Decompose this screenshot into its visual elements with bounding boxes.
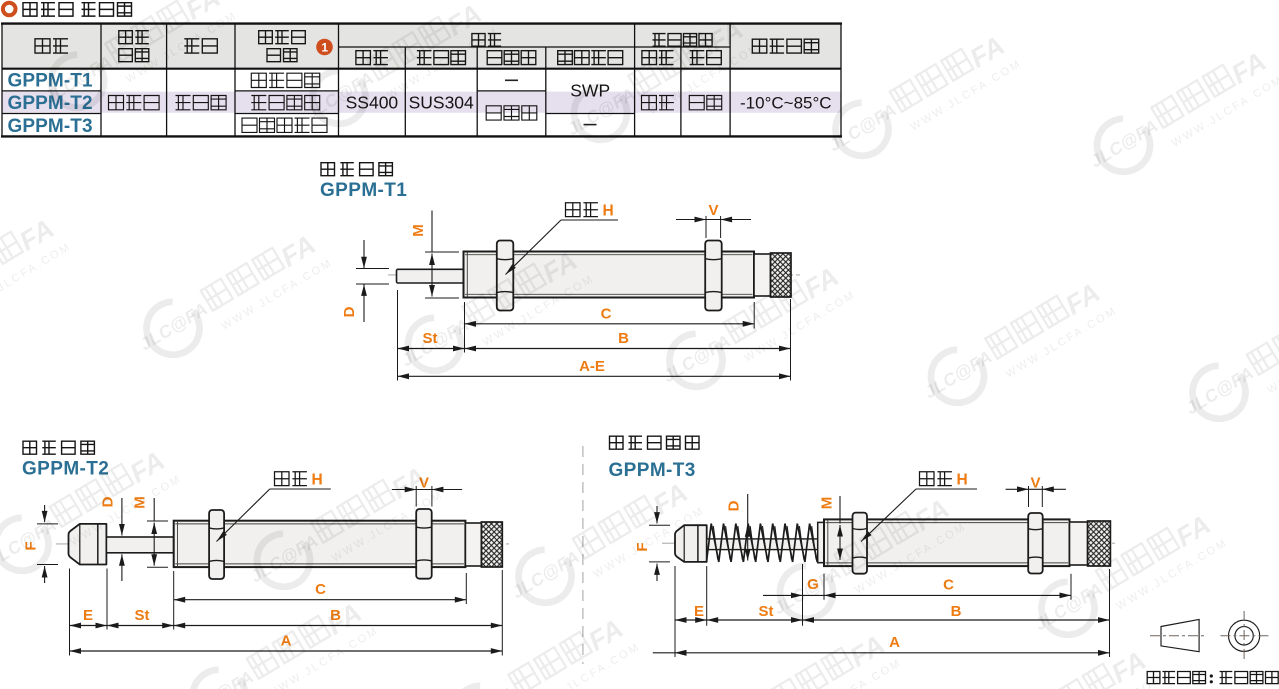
svg-text:C: C bbox=[943, 577, 954, 594]
svg-text:GPPM-T3: GPPM-T3 bbox=[609, 460, 696, 481]
svg-text:St: St bbox=[759, 603, 774, 620]
svg-text:V: V bbox=[708, 202, 718, 219]
svg-text:C: C bbox=[315, 581, 326, 598]
svg-text:H: H bbox=[603, 203, 614, 220]
svg-text:-10°C~85°C: -10°C~85°C bbox=[740, 93, 832, 112]
svg-text:M: M bbox=[819, 497, 836, 510]
svg-text:V: V bbox=[1030, 475, 1040, 492]
svg-text:D: D bbox=[100, 496, 117, 507]
svg-text:B: B bbox=[618, 330, 629, 347]
svg-text:St: St bbox=[423, 330, 438, 347]
svg-text:GPPM-T1: GPPM-T1 bbox=[320, 180, 407, 201]
svg-text:SS400: SS400 bbox=[346, 92, 399, 112]
svg-text:St: St bbox=[135, 607, 150, 624]
svg-text:V: V bbox=[419, 475, 429, 492]
svg-text:1: 1 bbox=[321, 41, 328, 55]
svg-text:B: B bbox=[330, 607, 341, 624]
svg-text:D: D bbox=[341, 306, 358, 317]
svg-text:SWP: SWP bbox=[570, 81, 610, 101]
svg-text:A-E: A-E bbox=[579, 358, 605, 375]
svg-text:GPPM-T3: GPPM-T3 bbox=[8, 116, 93, 137]
svg-text:F: F bbox=[634, 542, 651, 551]
svg-text:B: B bbox=[951, 603, 962, 620]
svg-text:GPPM-T2: GPPM-T2 bbox=[22, 459, 109, 480]
svg-text:C: C bbox=[601, 306, 612, 323]
svg-text:GPPM-T2: GPPM-T2 bbox=[8, 93, 93, 114]
svg-text:SUS304: SUS304 bbox=[409, 92, 474, 112]
svg-text:H: H bbox=[957, 472, 968, 489]
svg-text:M: M bbox=[132, 496, 149, 509]
svg-text:E: E bbox=[694, 603, 704, 620]
svg-text:M: M bbox=[410, 224, 427, 237]
svg-text:E: E bbox=[83, 607, 93, 624]
svg-text:GPPM-T1: GPPM-T1 bbox=[8, 71, 93, 92]
svg-text:D: D bbox=[726, 500, 743, 511]
svg-text:H: H bbox=[312, 472, 323, 489]
svg-text:A: A bbox=[889, 634, 900, 651]
svg-text:G: G bbox=[807, 576, 819, 593]
svg-text:F: F bbox=[23, 541, 40, 550]
svg-text:A: A bbox=[281, 633, 292, 650]
